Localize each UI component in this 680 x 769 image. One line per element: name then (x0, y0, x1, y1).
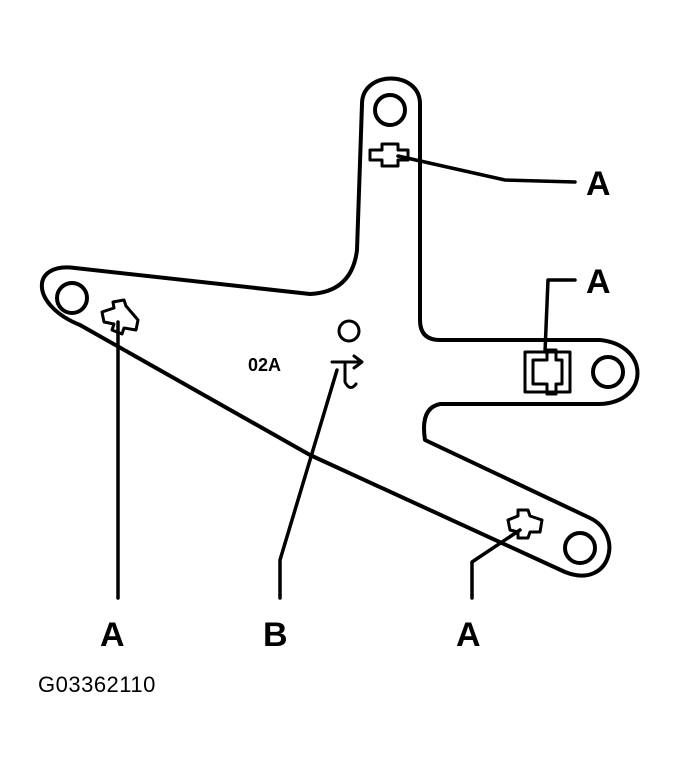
clip-tab-top (368, 142, 410, 168)
reference-mark-circle (337, 319, 361, 343)
bottom-right-mounting-hole (563, 531, 597, 565)
callout-a-right: A (586, 263, 611, 301)
figure-id: G03362110 (38, 672, 156, 697)
reference-mark-arrow (330, 354, 364, 389)
callout-b: B (263, 616, 288, 654)
clip-tab-left (100, 298, 140, 336)
leader-line-bottom-right-a (470, 528, 522, 600)
leader-line-top-a (396, 154, 577, 184)
leader-line-right-a (543, 278, 577, 354)
part-marking: 02A (248, 355, 281, 375)
right-mounting-hole (591, 355, 625, 389)
leader-line-b (278, 368, 339, 600)
left-mounting-hole (55, 281, 89, 315)
bracket-outline (39, 76, 640, 578)
callout-a-top: A (586, 165, 611, 203)
clip-tab-right (523, 348, 572, 396)
callout-a-bottom-right: A (456, 616, 481, 654)
callout-a-bottom-left: A (100, 616, 125, 654)
top-mounting-hole (373, 93, 407, 127)
